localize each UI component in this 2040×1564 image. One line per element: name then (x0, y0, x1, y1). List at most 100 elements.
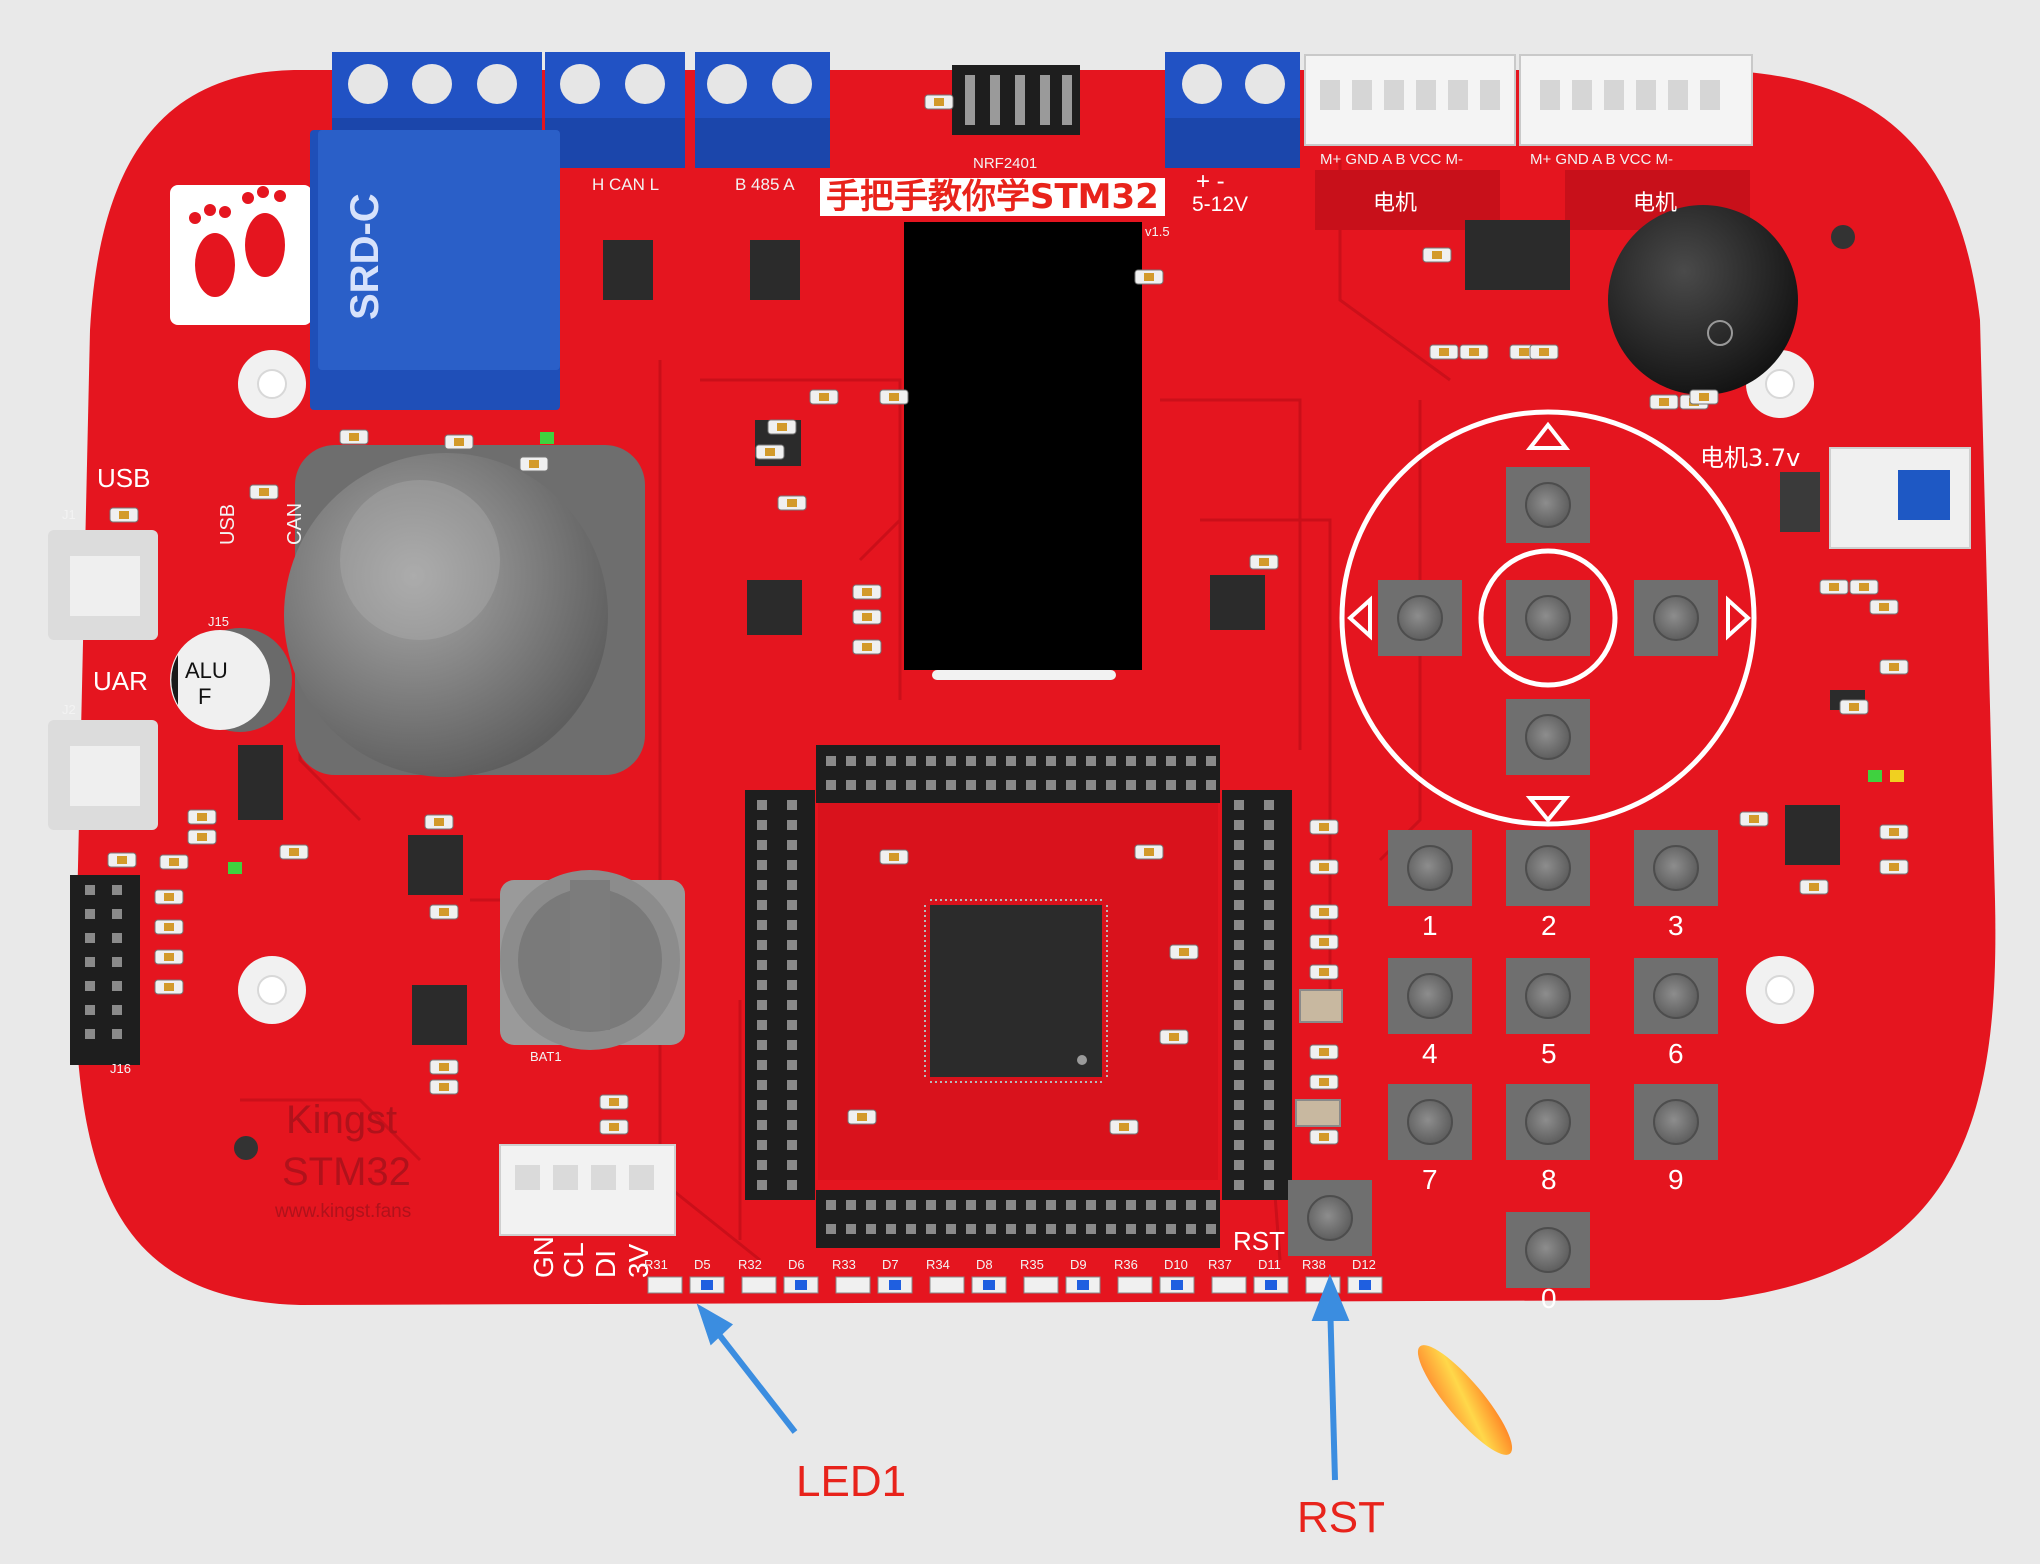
uart-label: UAR (93, 666, 148, 696)
header-pin (787, 820, 797, 830)
header-pin (1026, 756, 1036, 766)
key-9-button[interactable] (1634, 1084, 1718, 1160)
smd-passive-body (819, 393, 829, 401)
smd-passive-body (889, 393, 899, 401)
header-pin (787, 1120, 797, 1130)
smd-passive-body (454, 438, 464, 446)
key-2-button[interactable] (1506, 830, 1590, 906)
header-pin (826, 1224, 836, 1234)
header-pin (826, 1200, 836, 1210)
key-7-button[interactable] (1388, 1084, 1472, 1160)
smd-passive-body (439, 908, 449, 916)
board-title: 手把手教你学STM32 (820, 178, 1165, 216)
smd-passive-body (1699, 393, 1709, 401)
led-resistor (835, 1276, 871, 1294)
smd-passive-body (765, 448, 775, 456)
reset-button[interactable] (1288, 1180, 1372, 1256)
header-pin (1146, 756, 1156, 766)
header-pin (986, 756, 996, 766)
header-pin (757, 900, 767, 910)
passives (107, 94, 1909, 1145)
header-pin (1066, 780, 1076, 790)
smd-passive-body (1432, 251, 1442, 259)
header-pin (886, 1200, 896, 1210)
header-pin (1166, 1200, 1176, 1210)
header-pin (1264, 1080, 1274, 1090)
header-pin (787, 900, 797, 910)
dpad-down-button[interactable] (1506, 699, 1590, 775)
header-pin (1264, 980, 1274, 990)
header-pin (757, 1120, 767, 1130)
header-pin (112, 909, 122, 919)
header-pin (826, 780, 836, 790)
header-pin (1234, 960, 1244, 970)
smd-passive-body (1319, 823, 1329, 831)
header-pin (787, 1180, 797, 1190)
led-resistor (741, 1276, 777, 1294)
header-pin (886, 780, 896, 790)
header-pin (757, 960, 767, 970)
rst-callout: RST (1297, 1493, 1385, 1542)
j1-label: J1 (62, 507, 76, 522)
header-pin (866, 1224, 876, 1234)
key-8-button[interactable] (1506, 1084, 1590, 1160)
key-3-button[interactable] (1634, 830, 1718, 906)
header-pin (1234, 1180, 1244, 1190)
header-pin (1186, 780, 1196, 790)
header-pins (85, 756, 1274, 1234)
header-pin (1234, 860, 1244, 870)
key-5-button[interactable] (1506, 958, 1590, 1034)
led1-callout: LED1 (796, 1457, 907, 1506)
alu-line1: ALU (185, 658, 228, 683)
key-4-button[interactable] (1388, 958, 1472, 1034)
header-pin (906, 756, 916, 766)
smd-passive-body (117, 856, 127, 864)
header-pin (757, 1100, 767, 1110)
header-pin (866, 1200, 876, 1210)
key-0-button[interactable] (1506, 1212, 1590, 1288)
led-resistor (1211, 1276, 1247, 1294)
key-1-button[interactable] (1388, 830, 1472, 906)
led-emitter (1359, 1280, 1371, 1290)
dpad-up-button[interactable] (1506, 467, 1590, 543)
smd-passive-body (1889, 828, 1899, 836)
header-pin (926, 780, 936, 790)
header-pin (906, 1200, 916, 1210)
header-pin (1234, 1000, 1244, 1010)
header-pin (946, 780, 956, 790)
header-pin (1006, 1200, 1016, 1210)
smd-passive-body (439, 1083, 449, 1091)
header-pin (1066, 1200, 1076, 1210)
header-pin (1234, 1020, 1244, 1030)
led-resistor-label: R34 (926, 1257, 950, 1272)
header-pin (946, 1200, 956, 1210)
key-6-button[interactable] (1634, 958, 1718, 1034)
header-pin (1086, 780, 1096, 790)
header-pin (1264, 1180, 1274, 1190)
header-pin (787, 1080, 797, 1090)
smd-passive-body (1119, 1123, 1129, 1131)
header-pin (886, 1224, 896, 1234)
smd-passive-body (1829, 583, 1839, 591)
header-pin (1066, 1224, 1076, 1234)
led-diode-label: D5 (694, 1257, 711, 1272)
header-pin (1264, 800, 1274, 810)
header-pin (1146, 1224, 1156, 1234)
header-pin (826, 756, 836, 766)
led-emitter (983, 1280, 995, 1290)
header-pin (986, 780, 996, 790)
dpad-center-button[interactable] (1506, 580, 1590, 656)
header-pin (1186, 1224, 1196, 1234)
header-pin (757, 840, 767, 850)
header-pin (85, 1005, 95, 1015)
smd-passive-body (1169, 1033, 1179, 1041)
header-pin (1234, 880, 1244, 890)
led-resistor-label: R31 (644, 1257, 668, 1272)
header-pin (1086, 1200, 1096, 1210)
header-pin (1234, 1040, 1244, 1050)
header-pin (1234, 840, 1244, 850)
header-pin (846, 756, 856, 766)
dpad-right-button[interactable] (1634, 580, 1718, 656)
header-pin (1046, 1224, 1056, 1234)
dpad-left-button[interactable] (1378, 580, 1462, 656)
